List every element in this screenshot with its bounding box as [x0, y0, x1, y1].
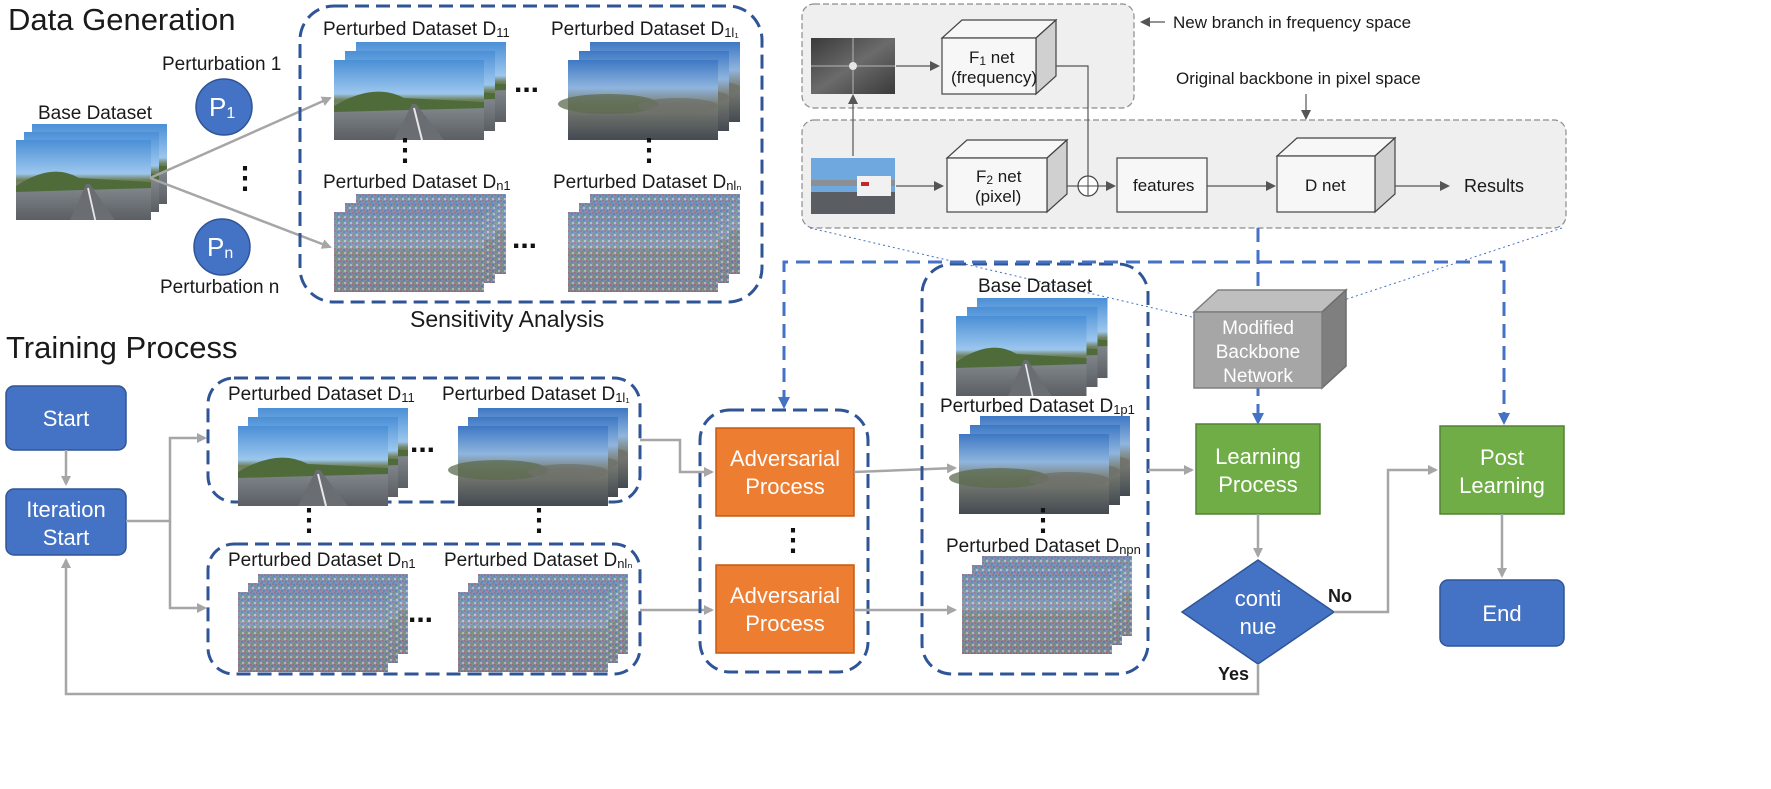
adversarial-process-1-label-1: Adversarial: [730, 446, 840, 471]
post-learning-box: [1439, 425, 1565, 515]
dataset-row2-ellipsis: ...: [512, 222, 537, 255]
d-net-label: D net: [1305, 176, 1346, 195]
train-row1-ellipsis: ...: [410, 426, 435, 459]
train-d1l-stack: [448, 408, 628, 506]
base-dataset-label: Base Dataset: [38, 103, 153, 124]
base-dataset-stack: [15, 123, 168, 221]
end-box: [1439, 579, 1565, 647]
learning-dnp-label: Perturbed Dataset Dnpn: [946, 536, 1141, 557]
f2-net-cube: [945, 138, 1069, 214]
arrow-sets-to-adversarial-1: [640, 438, 714, 477]
post-learning-label-1: Post: [1480, 445, 1524, 470]
dataset-d11-stack: [333, 41, 507, 141]
adversarial-process-2-label-1: Adversarial: [730, 583, 840, 608]
arrow-adversarial-1-to-set: [853, 463, 957, 474]
dataset-dn1-stack: [334, 194, 506, 292]
learning-base-dataset-stack: [955, 297, 1109, 397]
d-net-cube: [1275, 136, 1397, 214]
adversarial-process-2-label-2: Process: [745, 611, 824, 636]
train-dnl-label: Perturbed Dataset Dnlₙ: [444, 550, 633, 571]
continue-decision-diamond: [1180, 559, 1336, 665]
adversarial-process-box-2: [715, 564, 855, 654]
sensitivity-analysis-label: Sensitivity Analysis: [410, 306, 604, 332]
adversarial-process-box-1: [715, 427, 855, 517]
features-label: features: [1133, 176, 1194, 195]
f1-net-label: F1 net: [969, 48, 1015, 68]
learning-base-dataset-label: Base Dataset: [978, 276, 1093, 297]
train-row2-ellipsis: ...: [408, 596, 433, 629]
train-d1l-label: Perturbed Dataset D1l₁: [442, 384, 630, 405]
f1-net-detail: (frequency): [951, 68, 1037, 87]
train-d11-stack: [237, 407, 409, 507]
learning-process-label-2: Process: [1218, 472, 1297, 497]
note-new-branch: New branch in frequency space: [1173, 13, 1411, 32]
results-label: Results: [1464, 176, 1524, 196]
arrow-iteration-to-sets: [126, 433, 207, 523]
iteration-start-label-2: Start: [43, 525, 89, 550]
f2-net-detail: (pixel): [975, 187, 1021, 206]
training-sets-frame-lower: [206, 542, 642, 676]
arrow-iteration-to-sets-lower: [168, 521, 207, 613]
perturbation-1-circle: [195, 78, 253, 136]
note-original-backbone: Original backbone in pixel space: [1176, 69, 1421, 88]
train-dnl-stack: [458, 574, 628, 672]
dashed-link-backbone-adversarial: [782, 260, 1510, 425]
train-d11-label: Perturbed Dataset D11: [228, 384, 415, 405]
f1-net-cube: [940, 18, 1058, 96]
learning-process-label-1: Learning: [1215, 444, 1301, 469]
perturbation-1-symbol: P1: [209, 92, 235, 122]
dataset-dnl-stack: [568, 194, 740, 292]
start-label: Start: [43, 406, 89, 431]
learning-d1p-label: Perturbed Dataset D1p1: [940, 396, 1135, 417]
dataset-row1-ellipsis: ...: [514, 66, 539, 99]
dataset-d1l-stack: [558, 42, 740, 140]
learning-vertical-ellipsis: ⋮: [1028, 504, 1058, 537]
arrow-decision-yes-loop: [61, 558, 1260, 696]
decision-no-label: No: [1328, 586, 1352, 606]
perturbation-1-label: Perturbation 1: [162, 54, 281, 75]
perturbation-n-circle: [193, 218, 251, 276]
learning-process-box: [1195, 423, 1321, 515]
dataset-col1-vertical-ellipsis: ⋮: [390, 134, 420, 167]
zoom-line-right: [1343, 227, 1563, 301]
modified-backbone-label-1: Modified: [1222, 318, 1294, 339]
input-frame-image: [811, 158, 895, 214]
post-learning-label-2: Learning: [1459, 473, 1545, 498]
adversarial-vertical-ellipsis: ⋮: [778, 524, 808, 557]
modified-backbone-cube: [1192, 288, 1348, 390]
training-sets-frame-upper: [206, 376, 642, 504]
continue-label-2: nue: [1240, 614, 1277, 639]
arrow-decision-no: [1334, 465, 1438, 614]
dataset-col2-vertical-ellipsis: ⋮: [634, 134, 664, 167]
f2-net-label: F2 net: [976, 167, 1022, 187]
zoom-line-left: [809, 227, 1197, 319]
end-label: End: [1482, 601, 1521, 626]
modified-backbone-label-3: Network: [1223, 366, 1293, 387]
section-title-data-generation: Data Generation: [8, 2, 235, 37]
learning-dnp-stack: [962, 556, 1132, 654]
arrow-f1-to-sum: [1056, 65, 1089, 176]
adversarial-process-1-label-2: Process: [745, 474, 824, 499]
features-box: [1116, 157, 1208, 213]
train-dn1-label: Perturbed Dataset Dn1: [228, 550, 416, 571]
perturbation-n-symbol: Pn: [207, 232, 233, 262]
continue-label-1: conti: [1235, 586, 1281, 611]
dataset-dn1-label: Perturbed Dataset Dn1: [323, 172, 511, 193]
dataset-dnl-label: Perturbed Dataset Dnlₙ: [553, 172, 742, 193]
train-col2-vertical-ellipsis: ⋮: [524, 504, 554, 537]
sensitivity-analysis-frame: [298, 4, 764, 304]
train-col1-vertical-ellipsis: ⋮: [294, 504, 324, 537]
fft-spectrum-image: [810, 37, 896, 95]
decision-yes-label: Yes: [1218, 664, 1249, 684]
adversarial-frame: [698, 408, 870, 674]
train-dn1-stack: [238, 574, 408, 672]
dataset-d1l-label: Perturbed Dataset D1l₁: [551, 19, 739, 40]
modified-backbone-label-2: Backbone: [1216, 342, 1301, 363]
learning-d1p-stack: [949, 416, 1130, 514]
iteration-start-label-1: Iteration: [26, 497, 106, 522]
perturbation-vertical-ellipsis: ⋮: [230, 162, 260, 195]
section-title-training-process: Training Process: [6, 330, 237, 365]
perturbation-n-label: Perturbation n: [160, 277, 279, 298]
dataset-d11-label: Perturbed Dataset D11: [323, 19, 510, 40]
